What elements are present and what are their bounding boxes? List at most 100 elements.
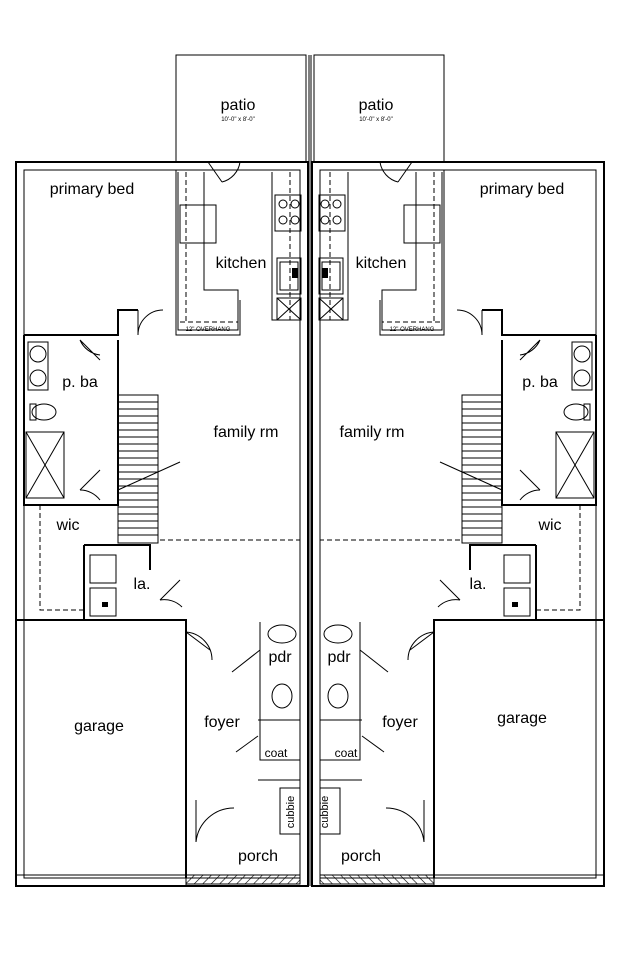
entry-door xyxy=(385,800,425,843)
bed-door xyxy=(137,309,164,336)
toilet-icon xyxy=(327,683,349,709)
primary-bed-label: primary bed xyxy=(480,181,564,198)
kitchen-counter xyxy=(381,172,443,331)
exterior-wall xyxy=(15,161,309,887)
patio-door xyxy=(207,161,241,183)
washer-icon xyxy=(89,554,117,584)
sink-icon xyxy=(276,257,302,295)
dishwasher xyxy=(318,297,344,321)
garage-door xyxy=(407,631,435,661)
cooktop-icon xyxy=(274,194,302,232)
sink-icon xyxy=(267,624,297,644)
family-rm-label: family rm xyxy=(214,424,279,441)
cubbie xyxy=(319,787,341,835)
garage-label: garage xyxy=(497,710,547,727)
patio-size-label: 10'-0" x 8'-0" xyxy=(221,117,255,123)
toilet-icon xyxy=(29,403,57,421)
bath-wall xyxy=(23,335,119,506)
primary-bed-wall xyxy=(482,309,596,336)
family-rm-label: family rm xyxy=(340,424,405,441)
unit-right: patio 10'-0" x 8'-0" primary bed kitchen… xyxy=(319,97,564,865)
la-label: la. xyxy=(470,576,487,593)
foyer-label: foyer xyxy=(204,714,240,731)
foyer-label: foyer xyxy=(382,714,418,731)
patio-label: patio xyxy=(221,97,256,114)
wic-dashed xyxy=(536,505,581,611)
laundry-wall xyxy=(83,544,151,620)
coat-label: coat xyxy=(335,746,358,760)
p-ba-label: p. ba xyxy=(522,374,558,391)
stair-icon xyxy=(439,394,503,544)
coat-door xyxy=(361,735,385,753)
patio-label: patio xyxy=(359,97,394,114)
bed-closet-wall xyxy=(175,170,241,336)
bed-door xyxy=(456,309,483,336)
wic-label: wic xyxy=(537,517,561,534)
dryer-icon xyxy=(503,587,531,617)
patio-size-label: 10'-0" x 8'-0" xyxy=(359,117,393,123)
laundry-door xyxy=(437,579,461,608)
entry-door xyxy=(195,800,235,843)
toilet-icon xyxy=(563,403,591,421)
exterior-wall xyxy=(311,161,605,887)
porch-hatch xyxy=(319,874,435,885)
coat-door xyxy=(235,735,259,753)
pdr-door xyxy=(231,649,261,673)
pdr-wall xyxy=(320,622,361,761)
cubbie-label: cubbie xyxy=(285,796,297,828)
washer-icon xyxy=(503,554,531,584)
coat-wall xyxy=(258,719,300,781)
bed-closet-wall xyxy=(379,170,445,336)
pdr-label: pdr xyxy=(327,649,351,666)
wic-dashed xyxy=(39,505,84,611)
foundation-wall xyxy=(15,874,187,887)
laundry-wall xyxy=(469,544,537,620)
kitchen-label: kitchen xyxy=(356,255,407,272)
pdr-door xyxy=(359,649,389,673)
garage-door xyxy=(185,631,213,661)
sink-icon xyxy=(571,341,593,391)
unit-left: patio 10'-0" x 8'-0" primary bed kitchen… xyxy=(15,54,309,887)
foundation-wall xyxy=(433,874,605,887)
bath-door xyxy=(79,339,101,361)
overhang-label: 12" OVERHANG xyxy=(186,327,231,333)
la-label: la. xyxy=(134,576,151,593)
dishwasher xyxy=(276,297,302,321)
bath-door-2 xyxy=(79,469,101,501)
cubbie xyxy=(279,787,301,835)
p-ba-label: p. ba xyxy=(62,374,98,391)
sink-icon xyxy=(323,624,353,644)
cooktop-icon xyxy=(318,194,346,232)
garage-wall xyxy=(433,619,604,878)
overhang-label: 12" OVERHANG xyxy=(390,327,435,333)
cubbie-label: cubbie xyxy=(319,796,331,828)
garage-label: garage xyxy=(74,718,124,735)
bath-wall xyxy=(501,335,597,506)
bath-door xyxy=(519,339,541,361)
sink-icon xyxy=(318,257,344,295)
refrigerator xyxy=(179,204,217,244)
laundry-door xyxy=(159,579,183,608)
patio-door xyxy=(379,161,413,183)
porch-label: porch xyxy=(341,848,381,865)
dryer-icon xyxy=(89,587,117,617)
shower-icon xyxy=(25,431,65,499)
sink-icon xyxy=(27,341,49,391)
shower-icon xyxy=(555,431,595,499)
porch-hatch xyxy=(185,874,301,885)
unit-right-geometry xyxy=(311,54,605,887)
kitchen-counter xyxy=(177,172,239,331)
kitchen-label: kitchen xyxy=(216,255,267,272)
primary-bed-wall xyxy=(24,309,138,336)
pdr-wall xyxy=(259,622,300,761)
bath-door-2 xyxy=(519,469,541,501)
wic-label: wic xyxy=(55,517,79,534)
garage-wall xyxy=(16,619,187,878)
pdr-label: pdr xyxy=(268,649,292,666)
primary-bed-label: primary bed xyxy=(50,181,134,198)
stair-icon xyxy=(117,394,181,544)
coat-label: coat xyxy=(265,746,288,760)
refrigerator xyxy=(403,204,441,244)
toilet-icon xyxy=(271,683,293,709)
